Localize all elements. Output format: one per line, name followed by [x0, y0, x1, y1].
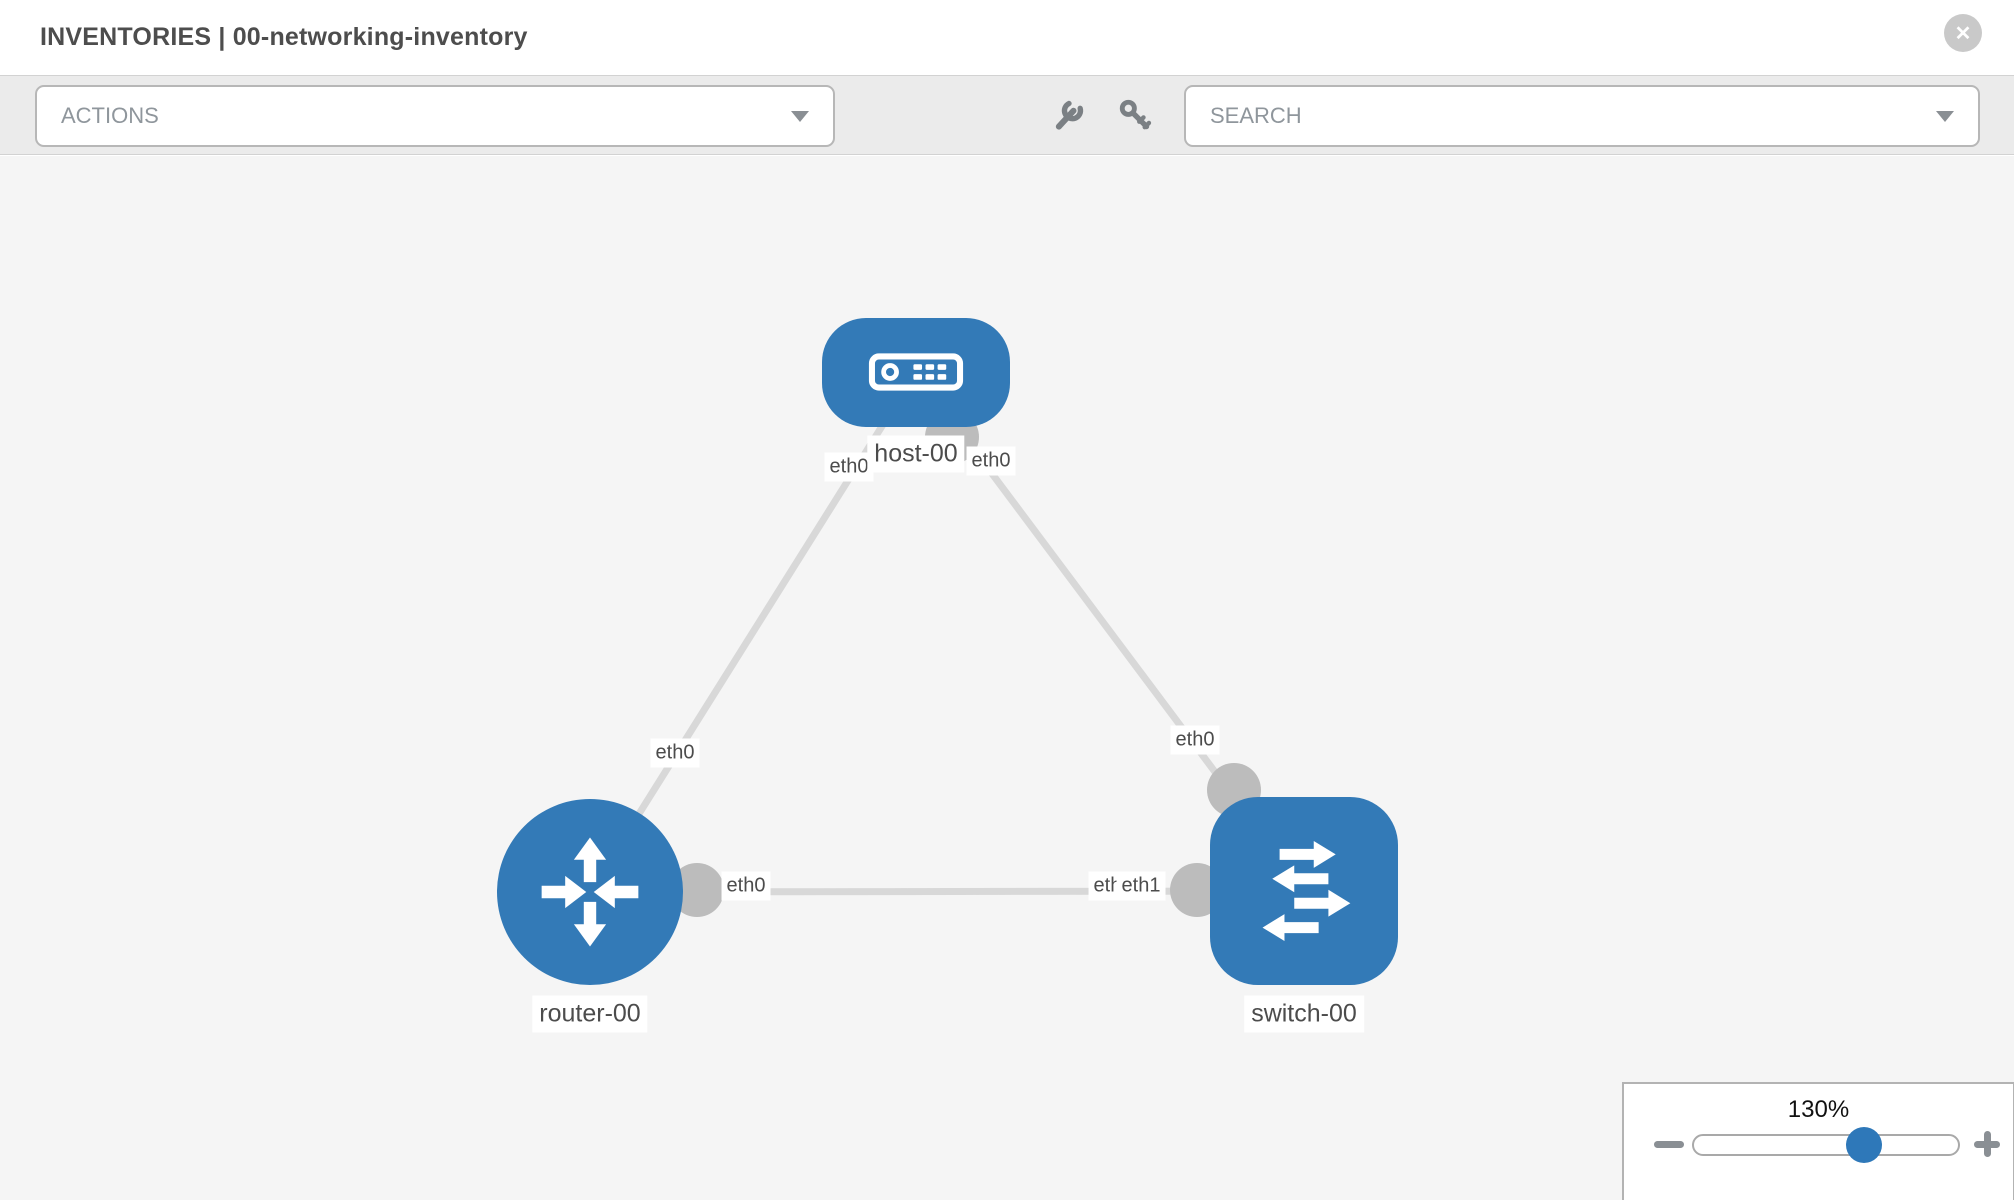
interface-label: eth0: [824, 452, 874, 482]
chevron-down-icon: [791, 110, 809, 122]
header: INVENTORIES | 00-networking-inventory ✕: [0, 0, 2014, 75]
zoom-slider-thumb[interactable]: [1846, 1127, 1883, 1163]
zoom-in-icon[interactable]: [1974, 1131, 2000, 1157]
zoom-panel: 130%: [1622, 1082, 2014, 1200]
chevron-down-icon: [1936, 110, 1954, 122]
actions-dropdown[interactable]: ACTIONS: [35, 85, 835, 147]
node-label-router-00: router-00: [532, 995, 648, 1033]
actions-dropdown-label: ACTIONS: [61, 103, 159, 128]
zoom-slider[interactable]: [1692, 1127, 1960, 1163]
search-dropdown[interactable]: SEARCH: [1184, 85, 1980, 147]
node-host-00[interactable]: [822, 317, 1010, 427]
interface-label: eth0: [721, 871, 771, 901]
interface-label: eth1: [1116, 871, 1166, 901]
node-label-host-00: host-00: [867, 435, 965, 473]
switch-icon: [1262, 840, 1351, 942]
node-switch-00[interactable]: [1210, 797, 1398, 985]
node-label-switch-00: switch-00: [1244, 995, 1364, 1033]
router-icon: [541, 837, 639, 947]
topology-canvas[interactable]: [0, 156, 2014, 1200]
page-title: INVENTORIES | 00-networking-inventory: [40, 23, 528, 51]
key-icon[interactable]: [1118, 98, 1152, 132]
close-icon[interactable]: ✕: [1944, 14, 1982, 52]
interface-label: eth0: [1170, 725, 1220, 755]
interface-label: eth0: [966, 446, 1016, 476]
wrench-icon[interactable]: [1051, 98, 1085, 132]
node-router-00[interactable]: [497, 799, 683, 985]
zoom-out-icon[interactable]: [1654, 1141, 1684, 1148]
zoom-level-value: 130%: [1787, 1096, 1850, 1123]
toolbar: ACTIONS SEARCH: [0, 75, 2014, 155]
interface-label: eth0: [650, 738, 700, 768]
server-icon: [868, 353, 964, 391]
search-dropdown-label: SEARCH: [1210, 103, 1302, 128]
